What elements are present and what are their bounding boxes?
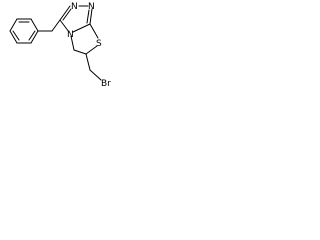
atom-label-n2: N (71, 2, 78, 12)
bond-benzene-2 (30, 18, 39, 32)
atom-label-s: S (96, 39, 102, 49)
bond-n4-c3 (59, 19, 70, 33)
atom-label-br: Br (101, 79, 111, 89)
bond-benzene-double-3 (12, 30, 20, 41)
structure-canvas: N N N S Br (0, 0, 126, 97)
bond-c3-n2 (59, 5, 71, 21)
bond-c5-n4 (70, 35, 75, 51)
molecule-structure: N N N S Br (9, 2, 111, 89)
bond-s-c6 (85, 45, 98, 55)
bond-ch2-to-triazole (51, 19, 61, 32)
atom-label-n1: N (88, 2, 95, 12)
bond-n1-c7a-double (86, 9, 90, 24)
bond-n1-c7a (89, 8, 93, 25)
bond-benzene-5 (9, 30, 18, 44)
bond-c3-n2-double (62, 8, 72, 21)
bond-benzene-double-2 (28, 30, 36, 41)
bond-c6-c5 (73, 49, 87, 55)
bond-benzene-3 (30, 30, 39, 44)
bond-ch2-br (89, 69, 102, 81)
bond-c7a-s (89, 23, 99, 39)
atom-label-n4: N (67, 30, 74, 40)
bond-c6-ch2 (85, 53, 91, 71)
bond-benzene-6 (9, 18, 18, 32)
bond-c7a-n4 (72, 23, 91, 33)
